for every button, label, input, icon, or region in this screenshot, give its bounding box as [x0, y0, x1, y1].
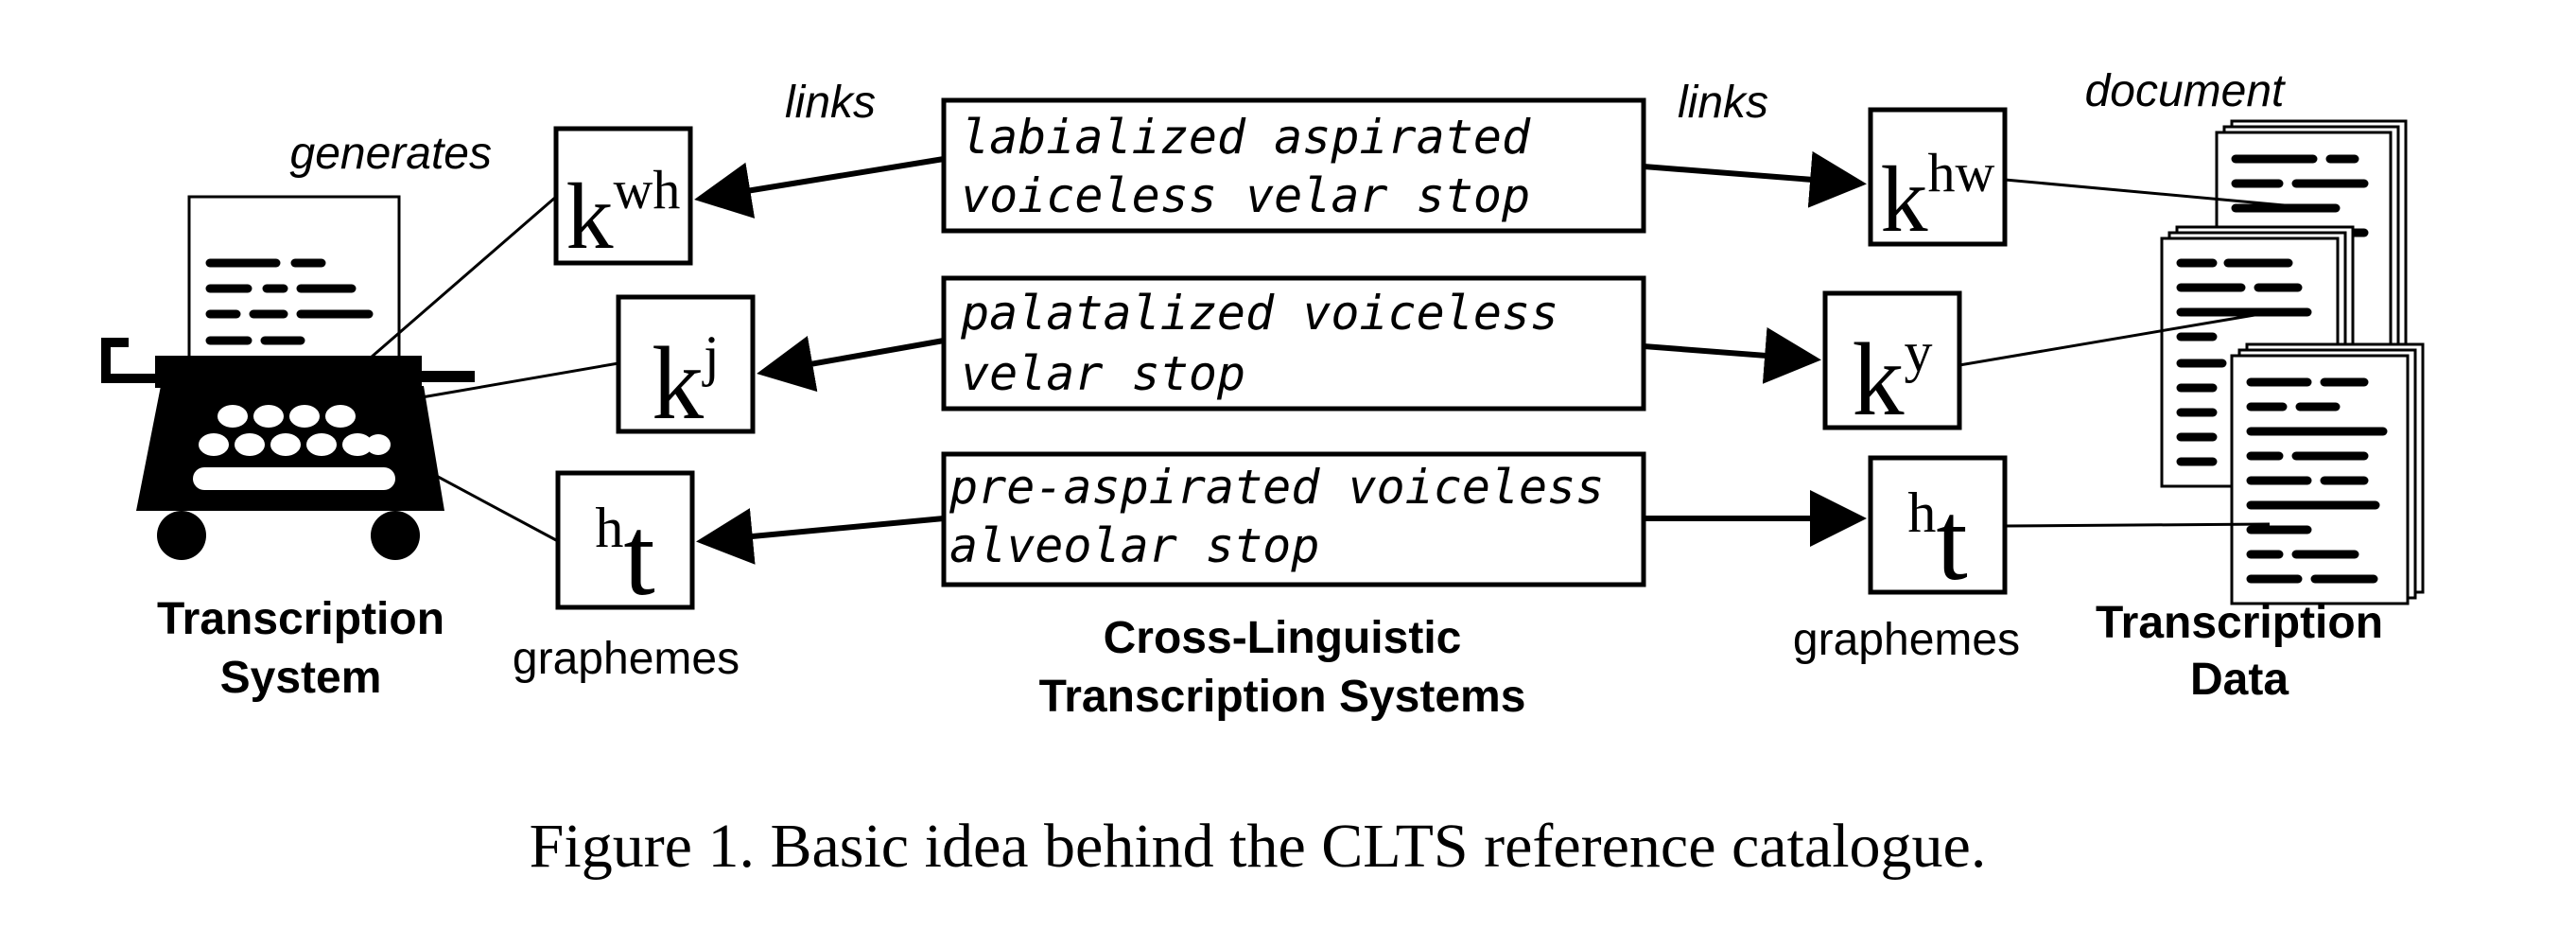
graphemes-right-label: graphemes: [1793, 615, 2020, 665]
feature-3-line-1: pre-aspirated voiceless: [949, 460, 1604, 515]
right-grapheme-box-3: ht: [1868, 455, 2008, 604]
grapheme-ht-right: ht: [1907, 478, 1967, 604]
document-stack-bottom: [2230, 342, 2425, 605]
feature-2-line-1: palatalized voiceless: [960, 286, 1558, 341]
feature-3-line-2: alveolar stop: [949, 518, 1319, 573]
graphemes-left-label: graphemes: [513, 634, 740, 684]
feature-2-line-2: velar stop: [961, 346, 1245, 401]
right-grapheme-box-1: khw: [1868, 107, 2008, 252]
transcription-system-label-1: Transcription: [157, 594, 444, 644]
left-grapheme-box-1: kwh: [553, 126, 693, 269]
grapheme-kwh: kwh: [566, 159, 681, 269]
grapheme-kj: kj: [652, 324, 720, 441]
transcription-data-label-1: Transcription: [2096, 598, 2383, 648]
clts-label-1: Cross-Linguistic: [1104, 613, 1462, 663]
feature-1-line-2: voiceless velar stop: [961, 168, 1530, 223]
left-grapheme-box-3: ht: [555, 470, 695, 619]
grapheme-ht: ht: [595, 493, 654, 619]
arrows-right: [1643, 150, 1867, 547]
arrows-left: [694, 156, 945, 565]
feature-1-line-1: labialized aspirated: [961, 110, 1531, 165]
links-left-label: links: [785, 78, 876, 128]
generates-label: generates: [290, 129, 493, 179]
left-grapheme-box-2: kj: [616, 294, 756, 441]
feature-box-2: palatalized voiceless velar stop: [941, 275, 1646, 412]
document-label: document: [2085, 66, 2286, 116]
grapheme-ky: ky: [1853, 321, 1933, 437]
clts-label-2: Transcription Systems: [1039, 672, 1526, 722]
figure-caption: Figure 1. Basic idea behind the CLTS ref…: [530, 812, 1987, 881]
right-grapheme-box-2: ky: [1822, 290, 1962, 437]
feature-box-3: pre-aspirated voiceless alveolar stop: [941, 451, 1646, 587]
transcription-system-label-2: System: [220, 653, 382, 703]
connector-lines-left: [370, 195, 619, 543]
connector-lines-right: [1958, 178, 2337, 528]
transcription-data-label-2: Data: [2190, 655, 2289, 705]
feature-box-1: labialized aspirated voiceless velar sto…: [941, 97, 1646, 234]
grapheme-khw: khw: [1881, 142, 1995, 252]
typewriter-icon: [101, 195, 475, 560]
links-right-label: links: [1678, 78, 1768, 128]
